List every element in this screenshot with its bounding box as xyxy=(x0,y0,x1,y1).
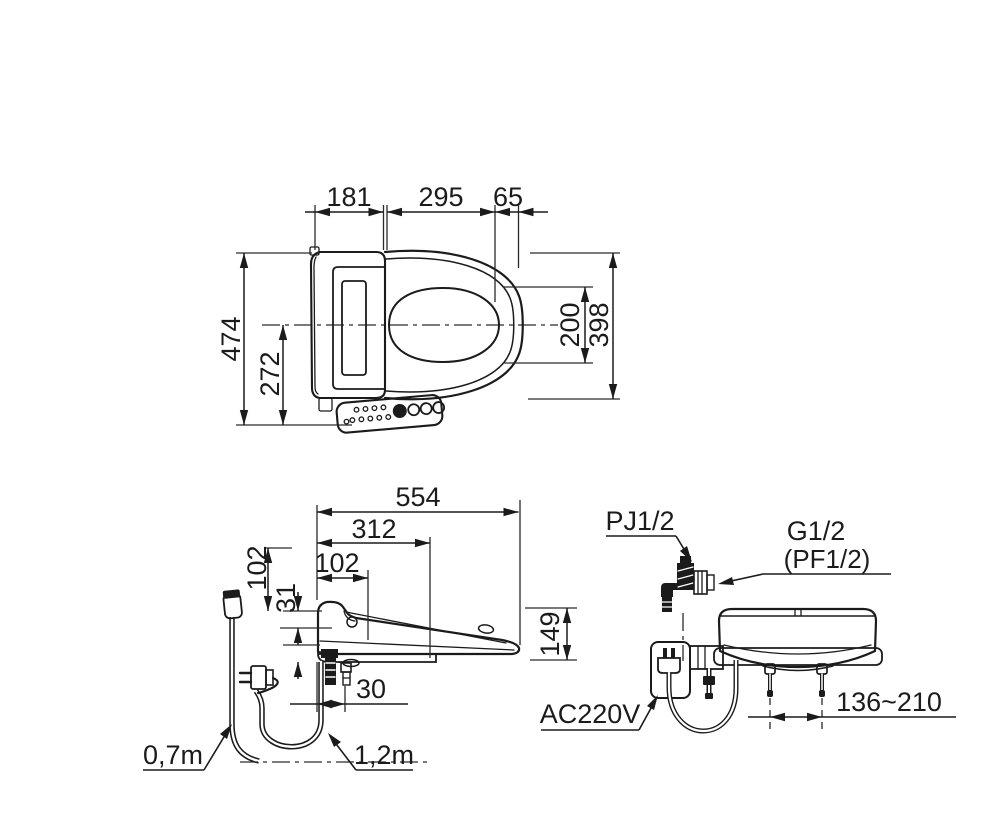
seat-split-line xyxy=(319,640,515,651)
dim-102-vertical: 102 xyxy=(242,545,272,590)
panel-button-large-filled xyxy=(392,403,407,418)
hinge-arc xyxy=(343,610,356,622)
seat-inner-ring xyxy=(385,257,515,393)
panel-button-small xyxy=(362,405,369,412)
lid-inner-panel xyxy=(341,280,367,376)
label-pj12: PJ1/2 xyxy=(605,506,674,536)
dim-200: 200 xyxy=(555,302,585,347)
power-label: AC220V xyxy=(540,695,658,731)
cord-length-label: 1,2m xyxy=(328,733,414,771)
top-view: 181 295 65 474 272 200 398 xyxy=(216,182,620,434)
body-detail-oval xyxy=(477,624,495,634)
panel-button-large xyxy=(419,402,433,416)
top-view-dimensions xyxy=(239,207,618,425)
lid-edge-line xyxy=(345,611,507,644)
dim-181: 181 xyxy=(326,182,371,212)
panel-button-small xyxy=(358,416,365,423)
lid-outline xyxy=(332,266,386,390)
side-view: 0,7m 1,2m 554 312 102 102 31 30 149 xyxy=(143,482,577,771)
panel-button-small xyxy=(343,418,350,425)
water-connection-label: PJ1/2 xyxy=(605,506,692,562)
dim-272: 272 xyxy=(255,351,285,396)
panel-button-small xyxy=(371,405,378,412)
hose-nut xyxy=(703,676,715,685)
rear-view: 136~210 PJ1/2 G1/2 (PF1/2) AC220V xyxy=(540,506,956,734)
dim-474: 474 xyxy=(216,316,246,361)
panel-button-small xyxy=(385,414,392,420)
dim-149: 149 xyxy=(535,611,565,656)
rear-body-inner-curve xyxy=(723,644,872,655)
tank-bottom-tab xyxy=(318,397,333,412)
seat-opening xyxy=(388,287,500,363)
dim-295: 295 xyxy=(418,182,463,212)
control-panel-body xyxy=(335,394,444,434)
side-profile xyxy=(316,600,521,656)
water-valve-fitting xyxy=(661,556,715,612)
side-view-dimensions xyxy=(263,507,572,709)
bolt-pitch-dimension: 136~210 xyxy=(748,687,956,722)
dim-136-210: 136~210 xyxy=(836,687,942,717)
dim-398: 398 xyxy=(584,302,614,347)
side-view-extension-lines xyxy=(264,500,577,712)
tank-left-inner-line xyxy=(313,256,319,395)
thread-label: G1/2 (PF1/2) xyxy=(718,516,891,585)
valve-body xyxy=(325,657,336,685)
rear-body xyxy=(717,607,878,669)
panel-button-large xyxy=(432,401,446,414)
hinge-pin xyxy=(346,616,358,628)
dim-102-horizontal: 102 xyxy=(314,548,359,578)
dim-30: 30 xyxy=(356,674,386,704)
mounting-bolt xyxy=(764,663,776,697)
inlet-fitting xyxy=(340,662,352,673)
label-g12: G1/2 xyxy=(787,516,846,546)
dim-65: 65 xyxy=(493,182,523,212)
panel-button-small xyxy=(380,404,387,411)
seat-outer-ring xyxy=(383,249,524,401)
tank-outline xyxy=(309,250,387,400)
dim-31: 31 xyxy=(271,583,301,613)
label-0-7m: 0,7m xyxy=(143,740,203,770)
dim-554: 554 xyxy=(395,482,440,512)
base-plate xyxy=(317,653,437,663)
valve-block xyxy=(321,649,338,658)
power-plug xyxy=(238,665,279,695)
hose-length-label: 0,7m xyxy=(143,724,232,771)
panel-button-small xyxy=(376,414,383,421)
label-ac220v: AC220V xyxy=(540,699,641,729)
panel-button-small xyxy=(367,415,374,422)
mounting-plate xyxy=(713,647,883,666)
control-panel xyxy=(335,394,446,434)
dim-312: 312 xyxy=(351,514,396,544)
panel-button-large xyxy=(407,403,421,417)
hose-connector xyxy=(222,589,243,620)
mounting-bolt xyxy=(816,663,828,697)
label-pf12: (PF1/2) xyxy=(784,544,871,574)
panel-button-small xyxy=(353,406,360,413)
label-1-2m: 1,2m xyxy=(354,740,414,770)
panel-button-small xyxy=(349,417,356,424)
